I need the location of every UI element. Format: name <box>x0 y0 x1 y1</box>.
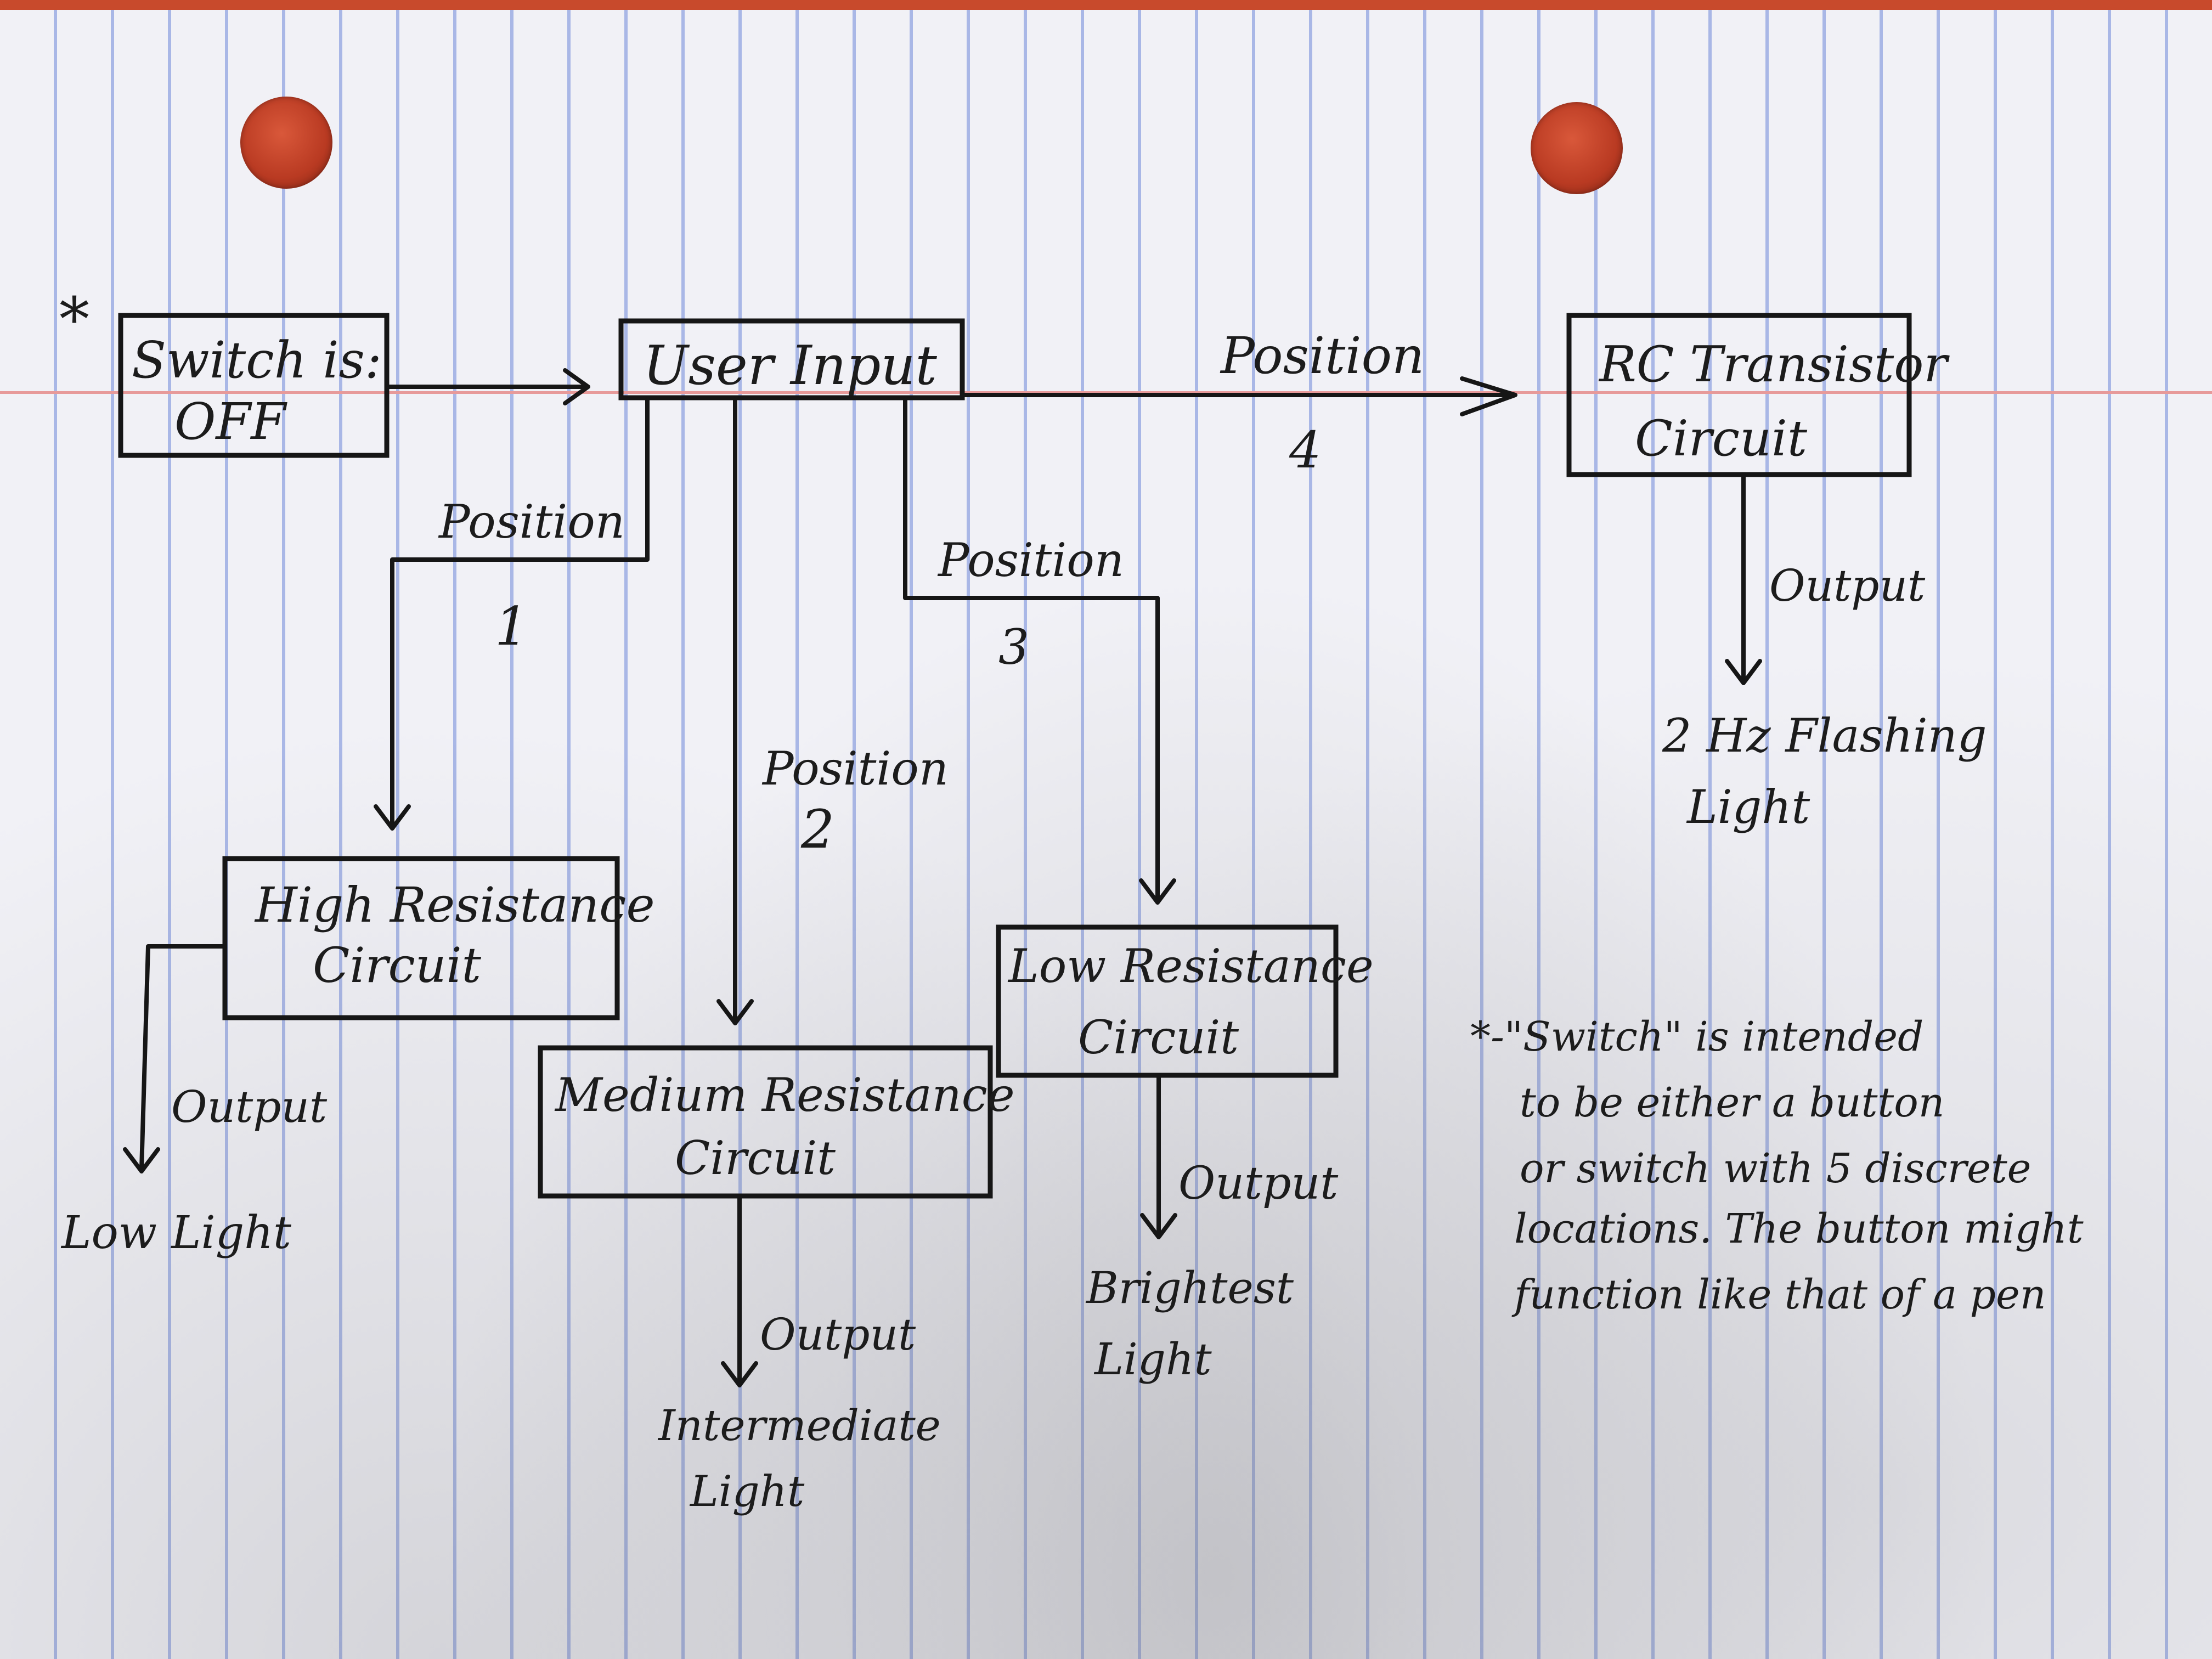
edge-medium-output: Output Intermediate Light <box>657 1194 941 1516</box>
low-output-label: Output <box>1178 1158 1339 1210</box>
node-low-resistance: Low Resistance Circuit <box>996 924 1374 1078</box>
edge-position-3: Position 3 <box>903 397 1176 905</box>
arrowhead <box>374 804 411 831</box>
node-medium-resistance: Medium Resistance Circuit <box>538 1045 1015 1199</box>
edge-low-output: Output Brightest Light <box>1085 1073 1339 1385</box>
low-box <box>996 924 1339 1078</box>
arrowhead <box>563 368 590 405</box>
high-output-label: Output <box>171 1081 328 1132</box>
rc-output-label: Output <box>1769 560 1926 611</box>
medium-output-line1: Intermediate <box>657 1401 941 1451</box>
low-output-line1: Brightest <box>1085 1262 1294 1313</box>
user-input-box <box>618 318 965 400</box>
punch-hole-left <box>240 97 332 189</box>
rc-line2: Circuit <box>1635 410 1808 467</box>
node-user-input: User Input <box>618 318 965 400</box>
arrowhead <box>721 1361 758 1387</box>
node-high-resistance: High Resistance Circuit <box>222 856 655 1020</box>
position-1-label: Position <box>438 495 625 549</box>
rc-output-line1: 2 Hz Flashing <box>1662 709 1987 763</box>
high-line1: High Resistance <box>254 877 655 933</box>
asterisk-mark: * <box>59 284 89 354</box>
high-box <box>222 856 620 1020</box>
footnote-line-1: *-"Switch" is intended <box>1470 1013 1923 1060</box>
high-line2: Circuit <box>313 937 482 994</box>
edge-switch-to-input <box>385 368 590 405</box>
arrowhead <box>1140 1213 1177 1239</box>
medium-output-line2: Light <box>689 1467 805 1516</box>
arrowhead <box>716 999 754 1025</box>
arrowhead <box>123 1147 160 1173</box>
position-2-number: 2 <box>800 799 834 860</box>
edge-position-4: Position 4 <box>960 326 1517 479</box>
switch-line2: OFF <box>174 392 287 451</box>
node-rc-transistor: RC Transistor Circuit <box>1566 313 1950 477</box>
low-line1: Low Resistance <box>1007 939 1374 993</box>
edge-position-1: Position 1 <box>374 397 650 831</box>
position-4-label: Position <box>1220 326 1424 385</box>
footnote: *-"Switch" is intended to be either a bu… <box>1470 1013 2084 1318</box>
arrowhead <box>1139 878 1176 905</box>
rc-output-line2: Light <box>1686 780 1810 834</box>
medium-box <box>538 1045 993 1199</box>
rc-box <box>1566 313 1912 477</box>
edge-position-2: Position 2 <box>716 397 949 1025</box>
position-3-label: Position <box>937 533 1124 587</box>
footnote-line-5: function like that of a pen <box>1511 1271 2046 1318</box>
rc-line1: RC Transistor <box>1598 336 1950 393</box>
edge-line <box>390 397 650 828</box>
low-line2: Circuit <box>1078 1011 1239 1064</box>
low-output-line2: Light <box>1093 1334 1212 1385</box>
user-input-label: User Input <box>643 335 938 397</box>
edge-line <box>903 397 1160 902</box>
edge-rc-output: Output 2 Hz Flashing Light <box>1662 472 1987 834</box>
medium-line2: Circuit <box>675 1131 836 1185</box>
footnote-line-4: locations. The button might <box>1514 1205 2084 1252</box>
position-1-number: 1 <box>495 596 528 657</box>
switch-line1: Switch is: <box>132 331 382 390</box>
position-3-number: 3 <box>998 619 1029 675</box>
red-margin-line <box>0 391 2212 394</box>
node-switch: Switch is: OFF <box>118 313 390 458</box>
punch-hole-right <box>1531 102 1623 194</box>
arrowhead <box>1460 376 1517 416</box>
footnote-line-3: or switch with 5 discrete <box>1520 1145 2031 1192</box>
edge-high-output: Output Low Light <box>60 944 328 1259</box>
medium-output-label: Output <box>760 1309 916 1360</box>
high-output-line1: Low Light <box>60 1207 292 1259</box>
medium-line1: Medium Resistance <box>554 1068 1015 1122</box>
position-4-number: 4 <box>1289 421 1322 479</box>
arrowhead <box>1725 659 1762 685</box>
footnote-line-2: to be either a button <box>1520 1079 1944 1126</box>
position-2-label: Position <box>761 742 949 795</box>
edge-line <box>139 944 227 1171</box>
